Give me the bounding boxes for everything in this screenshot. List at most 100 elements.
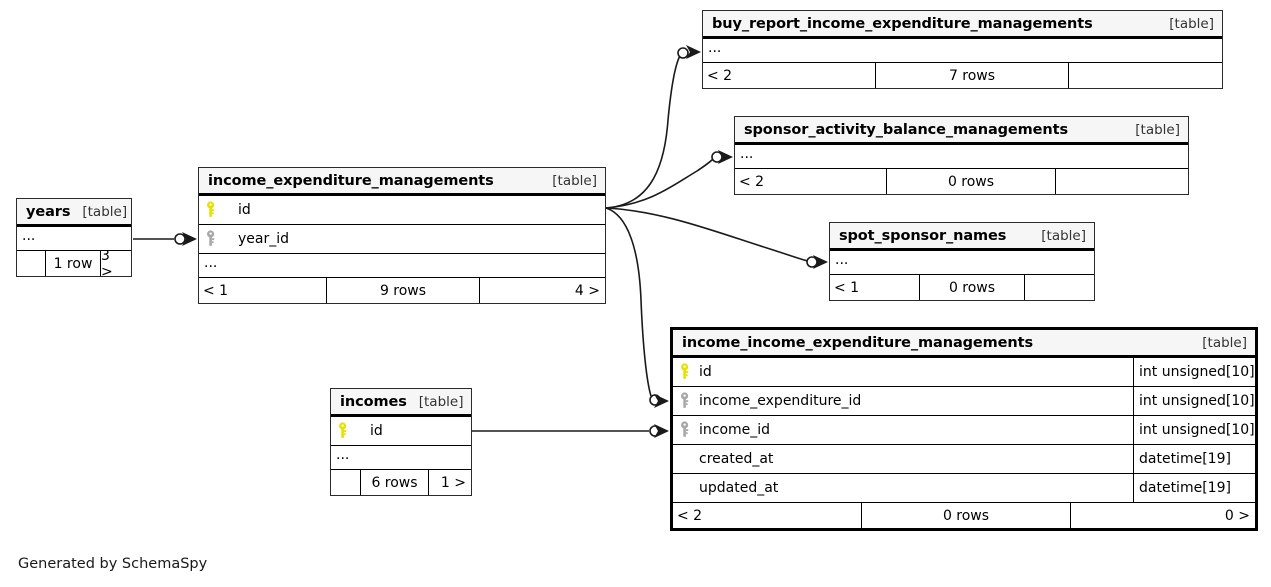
crows-foot-arrow (182, 232, 197, 246)
table-buy_report_income_expenditure_managements[interactable]: buy_report_income_expenditure_management… (702, 10, 1223, 89)
table-name: sponsor_activity_balance_managements (744, 121, 1068, 138)
table-header-income_expenditure_managements: income_expenditure_managements[table] (199, 168, 605, 196)
footer-parents-count (331, 470, 360, 495)
relationship-iem-to-buy-report (605, 45, 701, 209)
footer-row-count: 0 rows (861, 503, 1070, 528)
crows-foot-arrow (718, 150, 733, 164)
relationship-iem-to-spot-sponsor (605, 207, 828, 269)
column-label: id (699, 364, 712, 380)
table-header-income_income_expenditure_managements: income_income_expenditure_managements [ta… (673, 330, 1255, 358)
ellipsis-label: ... (835, 252, 849, 268)
table-sponsor_activity_balance_managements[interactable]: sponsor_activity_balance_managements [tab… (734, 116, 1189, 195)
foreign-key-icon (680, 421, 692, 439)
table-header-sponsor_activity_balance_managements: sponsor_activity_balance_managements [tab… (735, 117, 1188, 145)
table-row[interactable]: id int unsigned[10] (673, 358, 1255, 387)
foreign-key-icon (206, 230, 218, 248)
column-type-cell: int unsigned[10] (1133, 358, 1255, 386)
table-name: income_expenditure_managements (208, 172, 494, 189)
ellipsis-label: ... (22, 228, 36, 244)
more-columns-row: ... (17, 227, 131, 251)
column-label: id (238, 202, 251, 218)
relationship-line (605, 207, 652, 397)
foreign-key-icon (680, 392, 692, 410)
table-row[interactable]: id (199, 196, 605, 225)
primary-key-icon (338, 422, 350, 440)
table-type-tag: [table] (1169, 15, 1214, 32)
footer-children-count: 3 > (100, 251, 131, 276)
footer-parents-count: < 2 (707, 67, 733, 84)
footer-row-count: 0 rows (886, 169, 1055, 194)
no-key-spacer (680, 450, 692, 468)
footer-parents-count: < 2 (677, 507, 703, 524)
column-name-cell: year_id (199, 230, 605, 248)
more-columns-row: ... (735, 145, 1188, 169)
table-header-spot_sponsor_names: spot_sponsor_names[table] (830, 223, 1094, 251)
ellipsis-label: ... (708, 40, 722, 56)
optional-marker-circle (649, 425, 661, 437)
ellipsis-label: ... (204, 255, 218, 271)
more-columns-row: ... (703, 39, 1222, 63)
column-label: income_expenditure_id (699, 393, 862, 409)
crows-foot-arrow (813, 255, 828, 269)
column-label: id (370, 423, 383, 439)
optional-marker-circle (806, 256, 818, 268)
optional-marker-circle (677, 47, 689, 59)
table-name: income_income_expenditure_managements (682, 334, 1033, 351)
table-header-buy_report_income_expenditure_managements: buy_report_income_expenditure_management… (703, 11, 1222, 39)
table-name: years (26, 203, 71, 220)
footer-children-count (1055, 169, 1188, 194)
primary-key-icon (680, 363, 692, 381)
column-name-cell: income_expenditure_id (673, 392, 1133, 410)
table-name: spot_sponsor_names (839, 227, 1007, 244)
table-spot_sponsor_names[interactable]: spot_sponsor_names[table]... < 1 0 rows (829, 222, 1095, 301)
table-row[interactable]: id (331, 417, 471, 446)
relationship-iem-to-sponsor-activity (605, 150, 733, 209)
footer-parents-count (17, 251, 45, 276)
optional-marker-circle (174, 233, 186, 245)
more-columns-row: ... (199, 254, 605, 278)
relationship-iem-to-income-iem (605, 207, 669, 408)
table-type-tag: [table] (1202, 334, 1247, 351)
table-income_income_expenditure_managements[interactable]: income_income_expenditure_managements [ta… (670, 327, 1258, 531)
footer-row-count: 1 row (45, 251, 100, 276)
relationship-line (605, 53, 682, 209)
table-type-tag: [table] (1135, 121, 1180, 138)
footer-children-count: 4 > (479, 278, 605, 303)
table-type-tag: [table] (82, 203, 128, 220)
column-type-cell: datetime[19] (1133, 474, 1255, 502)
table-row[interactable]: year_id (199, 225, 605, 254)
footer-parents-count: < 1 (834, 279, 860, 296)
column-name-cell: created_at (673, 450, 1133, 468)
table-name: buy_report_income_expenditure_management… (712, 15, 1093, 32)
more-columns-row: ... (331, 446, 471, 470)
footer-parents-count: < 1 (203, 282, 229, 299)
ellipsis-label: ... (740, 146, 754, 162)
relationship-incomes-to-income-iem (472, 424, 669, 438)
column-name-cell: id (673, 363, 1133, 381)
column-name-cell: updated_at (673, 479, 1133, 497)
footer-children-count (1024, 275, 1094, 300)
column-type-cell: int unsigned[10] (1133, 416, 1255, 444)
table-row[interactable]: updated_at datetime[19] (673, 474, 1255, 503)
ellipsis-label: ... (336, 447, 350, 463)
footer-row-count: 0 rows (919, 275, 1024, 300)
column-name-cell: income_id (673, 421, 1133, 439)
more-columns-row: ... (830, 251, 1094, 275)
crows-foot-arrow (686, 45, 701, 59)
column-label: created_at (699, 451, 774, 467)
footer-children-count: 1 > (428, 470, 471, 495)
optional-marker-circle (649, 394, 661, 406)
column-label: updated_at (699, 480, 779, 496)
table-income_expenditure_managements[interactable]: income_expenditure_managements[table]id y… (198, 167, 606, 304)
